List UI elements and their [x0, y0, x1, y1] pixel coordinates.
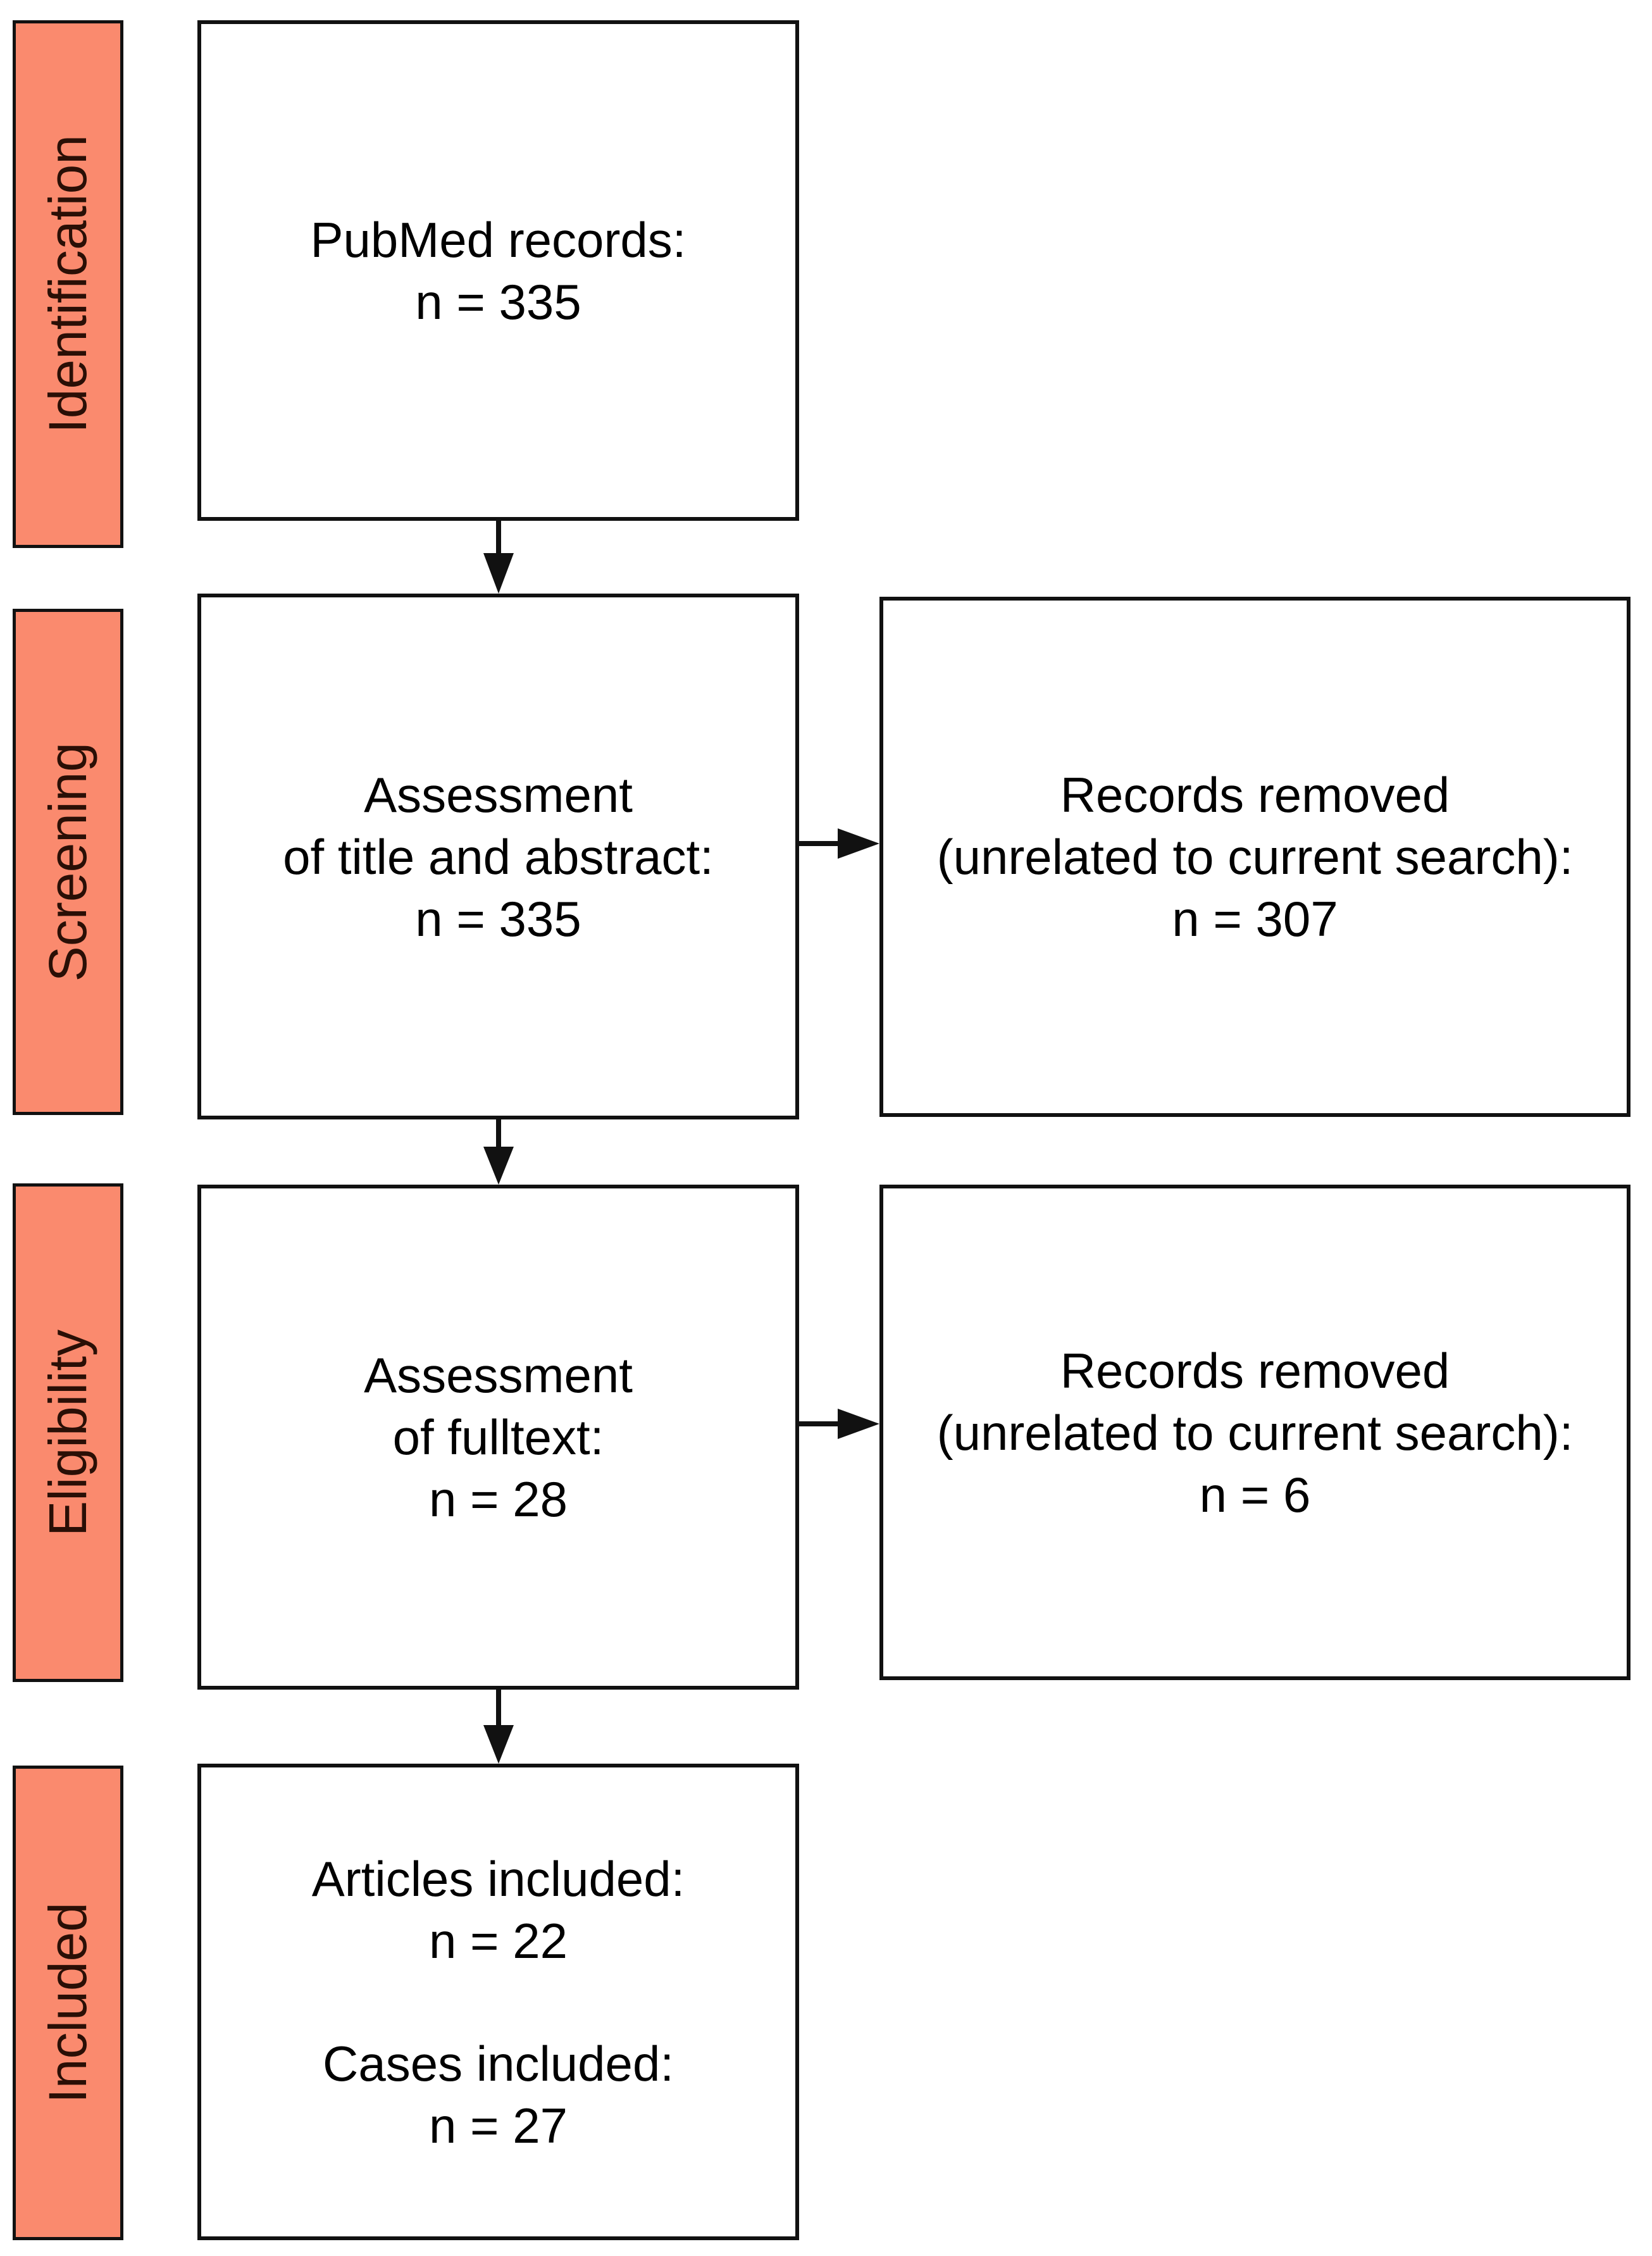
box-articles-included-count: n = 22: [428, 1912, 568, 1969]
stage-bar-identification: Identification: [13, 20, 123, 548]
box-assessment-title-abstract-count: n = 335: [415, 890, 581, 947]
box-records-removed-screening: Records removed (unrelated to current se…: [879, 597, 1630, 1117]
arrow-eligibility-to-removed: [799, 1409, 879, 1439]
box-records-removed-screening-line: Records removed: [1060, 767, 1450, 823]
box-records-removed-screening-line: (unrelated to current search):: [936, 829, 1574, 885]
box-pubmed-records: PubMed records: n = 335: [197, 20, 799, 521]
stage-label-eligibility: Eligibility: [38, 1329, 97, 1536]
box-records-removed-eligibility-line: (unrelated to current search):: [936, 1404, 1574, 1461]
stage-label-included: Included: [38, 1902, 97, 2103]
arrow-eligibility-to-included: [483, 1690, 514, 1764]
box-articles-included-label: Articles included:: [311, 1850, 685, 1907]
box-assessment-fulltext: Assessment of fulltext: n = 28: [197, 1185, 799, 1690]
stage-label-screening: Screening: [38, 742, 97, 982]
box-assessment-fulltext-count: n = 28: [428, 1471, 568, 1527]
box-records-removed-eligibility-line: Records removed: [1060, 1342, 1450, 1399]
arrow-screening-to-removed: [799, 828, 879, 859]
stage-bar-included: Included: [13, 1766, 123, 2240]
box-assessment-fulltext-line: Assessment: [364, 1347, 633, 1403]
box-pubmed-records-count: n = 335: [415, 273, 581, 330]
stage-bar-eligibility: Eligibility: [13, 1183, 123, 1682]
box-records-removed-eligibility-count: n = 6: [1199, 1466, 1311, 1523]
box-cases-included-label: Cases included:: [323, 2035, 674, 2091]
stage-label-identification: Identification: [38, 135, 97, 433]
box-included-results: Articles included: n = 22 Cases included…: [197, 1764, 799, 2240]
box-assessment-title-abstract-line: Assessment: [364, 766, 633, 823]
stage-bar-screening: Screening: [13, 609, 123, 1115]
box-records-removed-eligibility: Records removed (unrelated to current se…: [879, 1185, 1630, 1680]
box-pubmed-records-line: PubMed records:: [310, 211, 686, 268]
arrow-pubmed-to-screening: [483, 521, 514, 594]
box-assessment-fulltext-line: of fulltext:: [392, 1409, 604, 1465]
box-assessment-title-abstract-line: of title and abstract:: [283, 828, 714, 885]
box-cases-included-count: n = 27: [428, 2097, 568, 2153]
box-records-removed-screening-count: n = 307: [1172, 891, 1338, 947]
arrow-screening-to-eligibility: [483, 1119, 514, 1185]
box-assessment-title-abstract: Assessment of title and abstract: n = 33…: [197, 594, 799, 1119]
